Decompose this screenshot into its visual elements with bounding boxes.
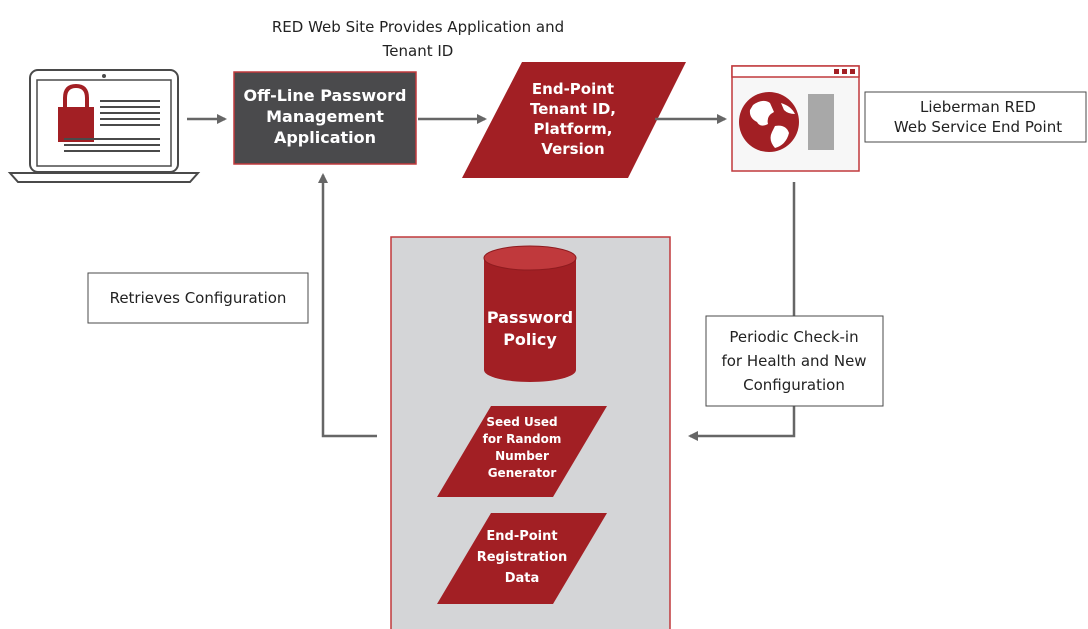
seed-random-label-line: for Random [483, 432, 562, 446]
lieberman-red-label-line: Web Service End Point [894, 118, 1062, 136]
offline-password-app-label-line: Off-Line Password [244, 86, 407, 105]
lieberman-red-label-box: Lieberman RED Web Service End Point [864, 91, 1087, 143]
periodic-checkin-label-line: Configuration [743, 376, 845, 394]
password-policy-label-line: Policy [503, 330, 557, 349]
lieberman-red-label: Lieberman RED Web Service End Point [894, 98, 1062, 136]
arrow-webservice-to-policy-panel [688, 182, 796, 441]
endpoint-registration-label-line: End-Point [486, 529, 557, 544]
endpoint-registration-label-line: Data [505, 571, 540, 586]
browser-globe-icon [731, 65, 860, 172]
password-policy-label-line: Password [487, 308, 573, 327]
lieberman-red-label-line: Lieberman RED [920, 98, 1036, 116]
seed-random-label-line: Number [495, 449, 549, 463]
periodic-checkin-label-line: for Health and New [721, 352, 866, 370]
top-caption-line: RED Web Site Provides Application and [272, 18, 564, 36]
laptop-padlock-icon [7, 69, 201, 183]
endpoint-registration-label-line: Registration [477, 550, 568, 565]
offline-password-app-label-line: Application [274, 128, 376, 147]
retrieves-configuration-label: Retrieves Configuration [110, 289, 287, 307]
offline-password-app-label-line: Management [266, 107, 384, 126]
retrieves-configuration-label-box: Retrieves Configuration [87, 272, 309, 324]
periodic-checkin-label-line: Periodic Check-in [729, 328, 858, 346]
arrow-policy-panel-to-app [318, 173, 377, 438]
endpoint-tenant-label-line: Tenant ID, [530, 100, 616, 118]
endpoint-tenant-label-line: Version [541, 140, 604, 158]
endpoint-tenant-label-line: Platform, [534, 120, 613, 138]
top-caption-line: Tenant ID [382, 42, 454, 60]
seed-random-label-line: Seed Used [486, 415, 557, 429]
endpoint-tenant-label-line: End-Point [532, 80, 614, 98]
seed-random-label-line: Generator [488, 466, 557, 480]
